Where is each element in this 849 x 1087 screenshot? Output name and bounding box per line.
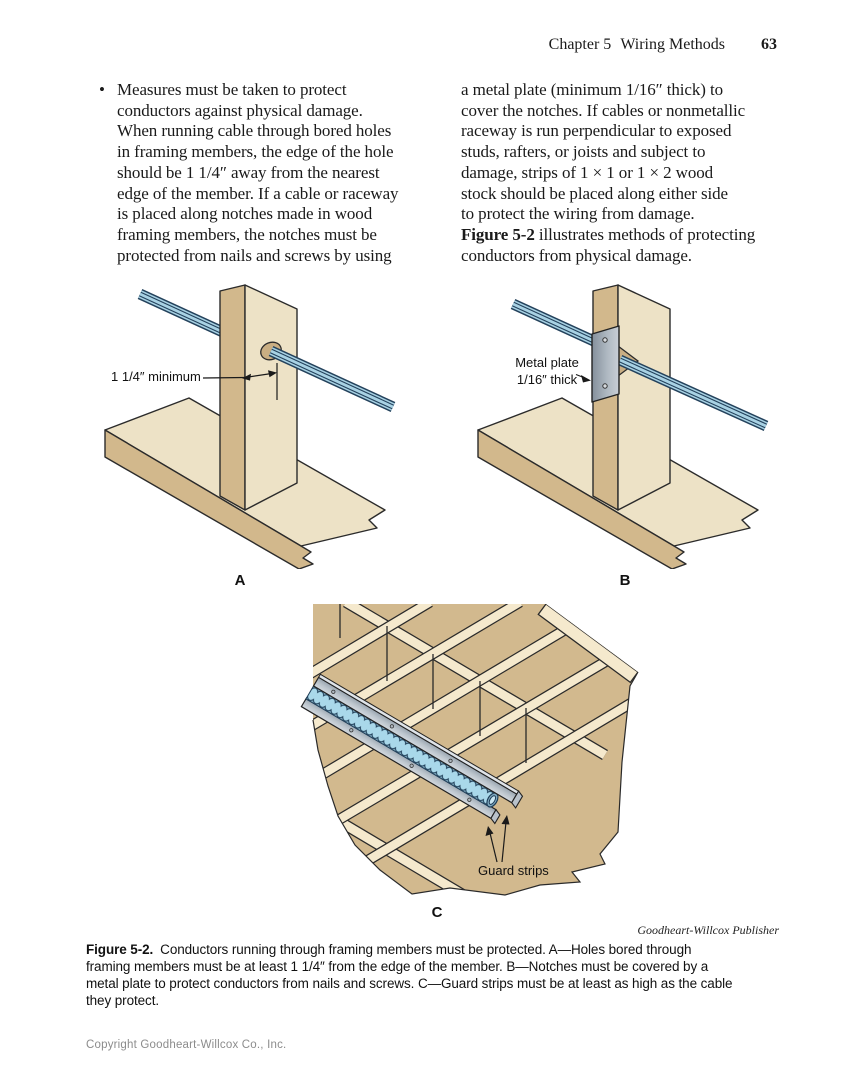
body-line: raceway is run perpendicular to exposed [461,121,732,141]
metal-plate-label: Metal plate 1/16″ thick [515,355,579,387]
joist-edges [313,604,638,894]
figure-c-illustration [300,604,639,896]
figure-a-letter: A [234,572,246,589]
screw-hole [602,337,608,343]
figure-c: Guard strips C [300,602,640,924]
metal-plate [591,325,620,403]
joist-framing [313,604,638,895]
right-column: a metal plate (minimum 1/16″ thick) to c… [461,80,755,266]
body-line: framing members, the notches must be [117,224,377,244]
body-line: damage, strips of 1 × 1 or 1 × 2 wood [461,162,714,182]
label-arrows [485,815,510,863]
cable-right-segment [268,346,396,412]
page-number: 63 [761,36,777,53]
cable-right-segment [617,354,769,432]
body-line: conductors from physical damage. [461,245,692,265]
guard-strip-lower-end [490,808,501,825]
figure-a-illustration [104,284,396,570]
body-line: is placed along notches made in wood [117,204,373,224]
caption-line: framing members must be at least 1 1/4″ … [86,959,709,974]
dimension-annotation [202,363,278,400]
publisher-credit: Goodheart-Willcox Publisher [637,923,779,937]
caption-line: they protect. [86,993,159,1008]
torn-edge [312,671,639,896]
guard-strips-label: Guard strips [478,863,549,878]
body-line: a metal plate (minimum 1/16″ thick) to [461,80,723,99]
cable-and-guard-strips [300,673,524,825]
body-line: conductors against physical damage. [117,100,363,120]
body-line: edge of the member. If a cable or racewa… [117,183,399,203]
body-line-figure-ref: Figure 5-2 illustrates methods of protec… [461,224,756,244]
body-line: cover the notches. If cables or nonmetal… [461,100,746,120]
body-line: studs, rafters, or joists and subject to [461,142,706,162]
chapter-label: Chapter 5 [548,36,612,53]
body-line: protected from nails and screws by using [117,245,392,265]
body-line: stock should be placed along either side [461,183,728,203]
figure-a: 1 1/4″ minimum A [85,284,420,596]
rim-joist [537,604,638,684]
body-line: to protect the wiring from damage. [461,204,695,224]
body-line: in framing members, the edge of the hole [117,142,394,162]
figure-b-illustration [477,284,769,570]
figure-caption: Figure 5-2.Conductors running through fr… [86,941,733,1009]
guard-strip-upper-end [511,790,524,809]
dimension-label: 1 1/4″ minimum [111,369,201,384]
screw-hole [602,383,608,389]
cable-left-segment [137,289,228,338]
left-column: Measures must be taken to protect conduc… [117,80,399,266]
caption-line: metal plate to protect conductors from n… [86,976,733,991]
caption-line: Figure 5-2.Conductors running through fr… [86,942,692,957]
figure-reference: Figure 5-2 [461,224,535,244]
body-line: should be 1 1/4″ away from the nearest [117,162,380,182]
caption-figure-label: Figure 5-2. [86,942,154,957]
stud [219,284,298,511]
bullet-marker: • [99,80,105,99]
label-arrow [575,373,591,383]
page-header: Chapter 5 Wiring Methods 63 [549,36,777,54]
figure-c-letter: C [431,904,443,921]
cable-left-segment [510,298,599,348]
body-line: Measures must be taken to protect [117,80,347,99]
chapter-title: Wiring Methods [620,36,725,53]
copyright-footer: Copyright Goodheart-Willcox Co., Inc. [86,1039,287,1051]
figure-b: Metal plate 1/16″ thick B [458,284,793,596]
figure-b-letter: B [619,572,631,589]
joist-corner-lines [339,604,527,763]
body-line: When running cable through bored holes [117,121,392,141]
